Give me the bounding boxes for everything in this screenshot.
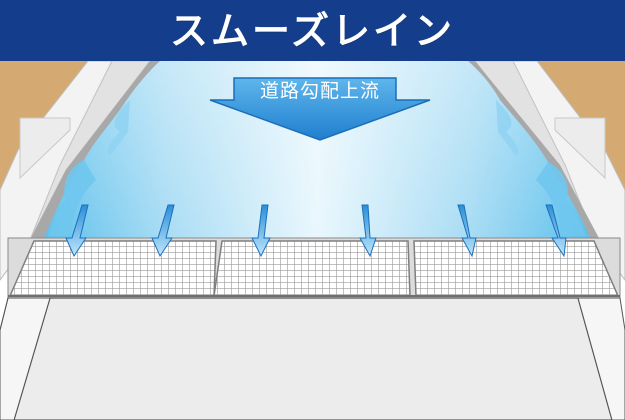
drainage-scene bbox=[0, 61, 625, 420]
wall-left-face bbox=[19, 117, 71, 180]
grate-center bbox=[213, 240, 411, 297]
page-title: スムーズレイン bbox=[169, 8, 456, 53]
water-splash-left bbox=[48, 160, 96, 236]
drain-arrow bbox=[151, 204, 175, 258]
flow-arrow bbox=[209, 77, 431, 141]
soil-right bbox=[537, 61, 625, 190]
drain-arrow bbox=[359, 204, 377, 258]
water-splash-top-left bbox=[107, 100, 130, 156]
grate-right bbox=[413, 240, 620, 297]
water-splash-top-right bbox=[496, 100, 519, 156]
grate-left bbox=[8, 240, 217, 297]
drain-arrow bbox=[457, 204, 477, 258]
title-bar: スムーズレイン bbox=[0, 0, 625, 61]
water-splash-right bbox=[536, 162, 586, 236]
drain-arrow bbox=[65, 204, 89, 258]
drain-arrow bbox=[545, 204, 567, 258]
road-surface bbox=[13, 297, 613, 420]
soil-left bbox=[0, 61, 88, 190]
drain-arrows bbox=[65, 204, 567, 258]
wall-right-face bbox=[554, 117, 606, 180]
flow-direction-label: 道路勾配上流 bbox=[259, 80, 380, 102]
drain-arrow bbox=[251, 204, 271, 258]
road-edge-right bbox=[577, 297, 625, 420]
